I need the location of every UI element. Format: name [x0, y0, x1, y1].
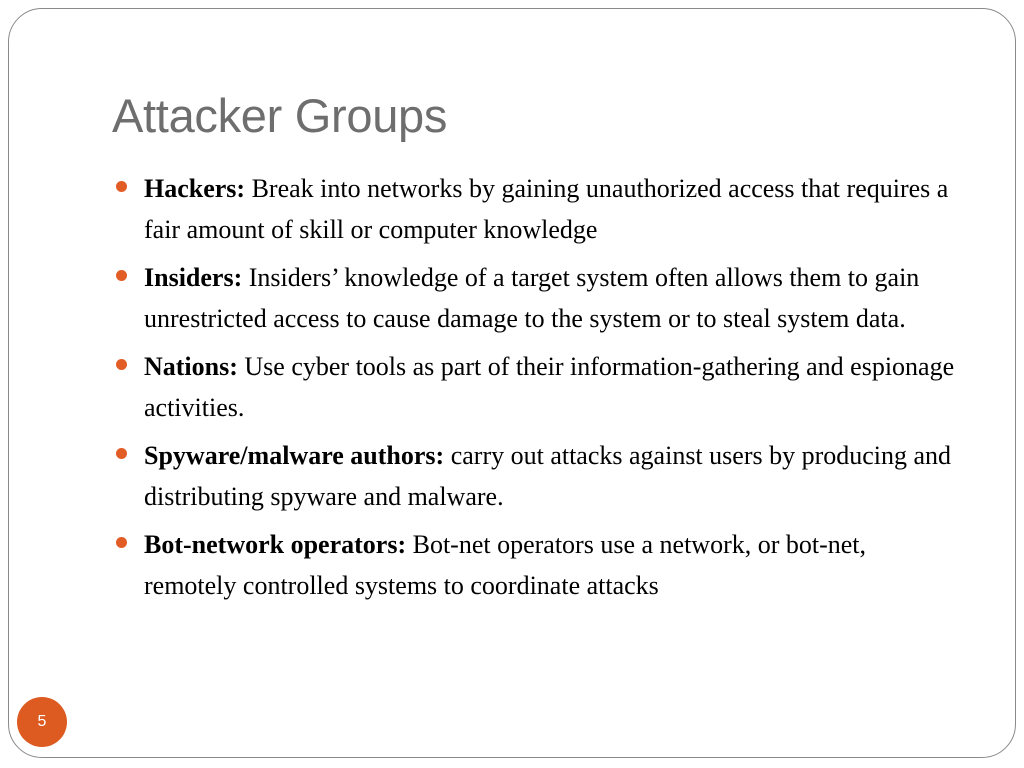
bullet-item-insiders: Insiders: Insiders’ knowledge of a targe…: [116, 257, 956, 339]
bullet-term: Spyware/malware authors:: [144, 441, 445, 470]
page-number-badge: 5: [17, 697, 67, 747]
bullet-item-hackers: Hackers: Break into networks by gaining …: [116, 168, 956, 250]
slide-frame: [8, 8, 1016, 758]
bullet-item-spyware-authors: Spyware/malware authors: carry out attac…: [116, 435, 956, 517]
bullet-dot-icon: [116, 537, 127, 548]
bullet-list: Hackers: Break into networks by gaining …: [116, 168, 956, 613]
bullet-term: Nations:: [144, 352, 238, 381]
bullet-text: Use cyber tools as part of their informa…: [144, 352, 955, 422]
bullet-dot-icon: [116, 359, 127, 370]
bullet-item-bot-network-operators: Bot-network operators: Bot-net operators…: [116, 524, 956, 606]
bullet-text: Bot-net operators use a network, or bot-…: [144, 530, 867, 600]
bullet-text: Break into networks by gaining unauthori…: [144, 174, 949, 244]
bullet-text: carry out attacks against users by produ…: [144, 441, 952, 511]
bullet-text: Insiders’ knowledge of a target system o…: [144, 263, 920, 333]
slide-title: Attacker Groups: [112, 89, 448, 142]
bullet-term: Hackers:: [144, 174, 246, 203]
bullet-term: Bot-network operators:: [144, 530, 407, 559]
bullet-dot-icon: [116, 270, 127, 281]
bullet-term: Insiders:: [144, 263, 243, 292]
bullet-dot-icon: [116, 448, 127, 459]
bullet-item-nations: Nations: Use cyber tools as part of thei…: [116, 346, 956, 428]
bullet-dot-icon: [116, 181, 127, 192]
